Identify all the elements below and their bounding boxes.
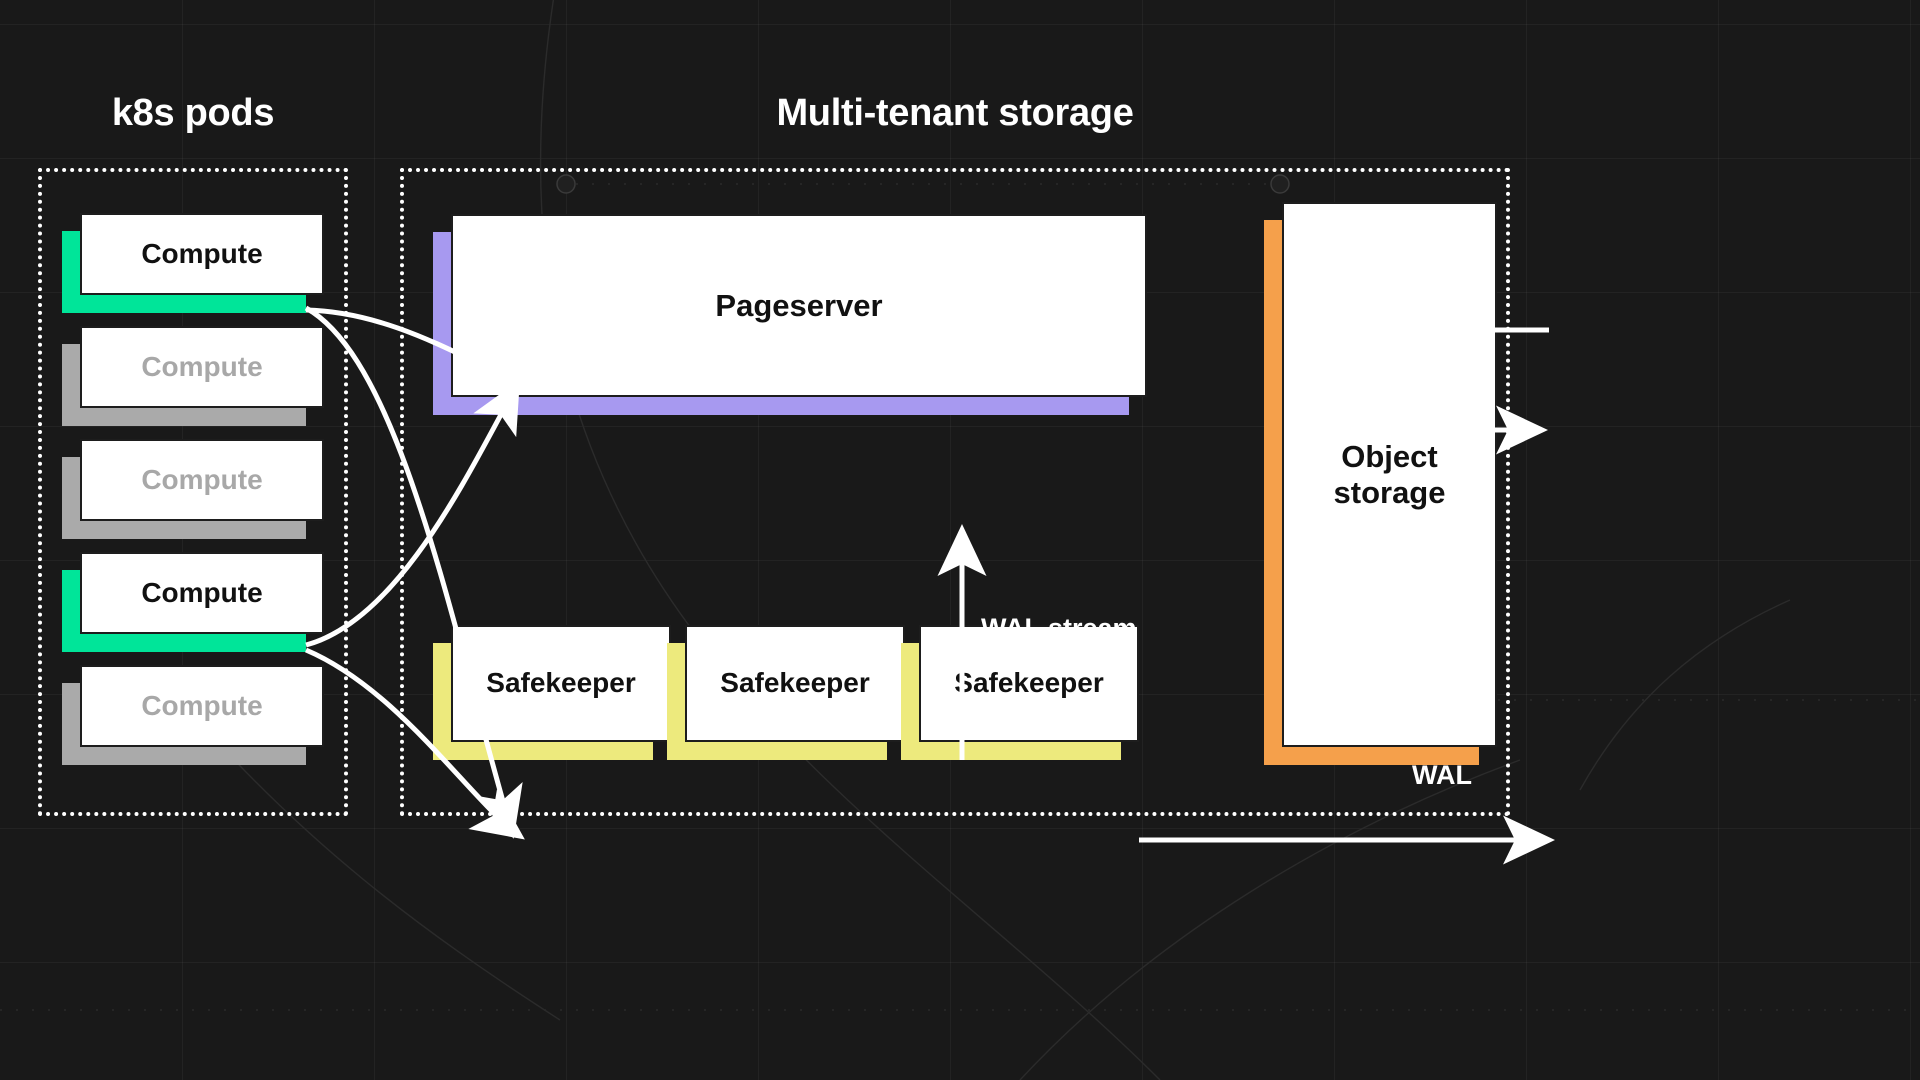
safekeeper-accent-left-2 <box>667 643 685 760</box>
compute-accent-bottom-1 <box>62 295 306 313</box>
compute-accent-left-1 <box>62 231 80 313</box>
compute-label-2: Compute <box>80 326 324 408</box>
safekeeper-node-3[interactable]: Safekeeper <box>901 625 1139 760</box>
compute-accent-left-4 <box>62 570 80 652</box>
safekeeper-label-1: Safekeeper <box>451 625 671 742</box>
compute-label-5: Compute <box>80 665 324 747</box>
compute-label-3: Compute <box>80 439 324 521</box>
safekeeper-label-3: Safekeeper <box>919 625 1139 742</box>
compute-label-4: Compute <box>80 552 324 634</box>
compute-accent-left-3 <box>62 457 80 539</box>
compute-accent-bottom-4 <box>62 634 306 652</box>
object-storage-node[interactable]: Object storage <box>1264 202 1497 765</box>
compute-node-5[interactable]: Compute <box>62 665 324 765</box>
edge-label-wal-stream: WAL stream <box>981 613 1137 643</box>
compute-accent-bottom-5 <box>62 747 306 765</box>
safekeeper-accent-bottom-2 <box>667 742 887 760</box>
compute-node-2[interactable]: Compute <box>62 326 324 426</box>
safekeeper-label-2: Safekeeper <box>685 625 905 742</box>
compute-accent-left-2 <box>62 344 80 426</box>
object-storage-label: Object storage <box>1282 202 1497 747</box>
pageserver-node[interactable]: Pageserver <box>433 214 1147 415</box>
pageserver-label: Pageserver <box>451 214 1147 397</box>
object-storage-accent-left <box>1264 220 1282 765</box>
group-title-k8s-pods: k8s pods <box>111 92 275 134</box>
compute-node-3[interactable]: Compute <box>62 439 324 539</box>
edge-label-wal: WAL <box>1412 760 1472 790</box>
compute-node-4[interactable]: Compute <box>62 552 324 652</box>
compute-label-1: Compute <box>80 213 324 295</box>
safekeeper-accent-bottom-3 <box>901 742 1121 760</box>
safekeeper-node-2[interactable]: Safekeeper <box>667 625 905 760</box>
safekeeper-accent-left-3 <box>901 643 919 760</box>
safekeeper-node-1[interactable]: Safekeeper <box>433 625 671 760</box>
compute-accent-left-5 <box>62 683 80 765</box>
group-title-multi-tenant-storage: Multi-tenant storage <box>776 92 1134 134</box>
compute-accent-bottom-2 <box>62 408 306 426</box>
compute-accent-bottom-3 <box>62 521 306 539</box>
compute-node-1[interactable]: Compute <box>62 213 324 313</box>
object-storage-accent-bottom <box>1264 747 1479 765</box>
safekeeper-accent-bottom-1 <box>433 742 653 760</box>
pageserver-accent-bottom <box>433 397 1129 415</box>
pageserver-accent-left <box>433 232 451 415</box>
